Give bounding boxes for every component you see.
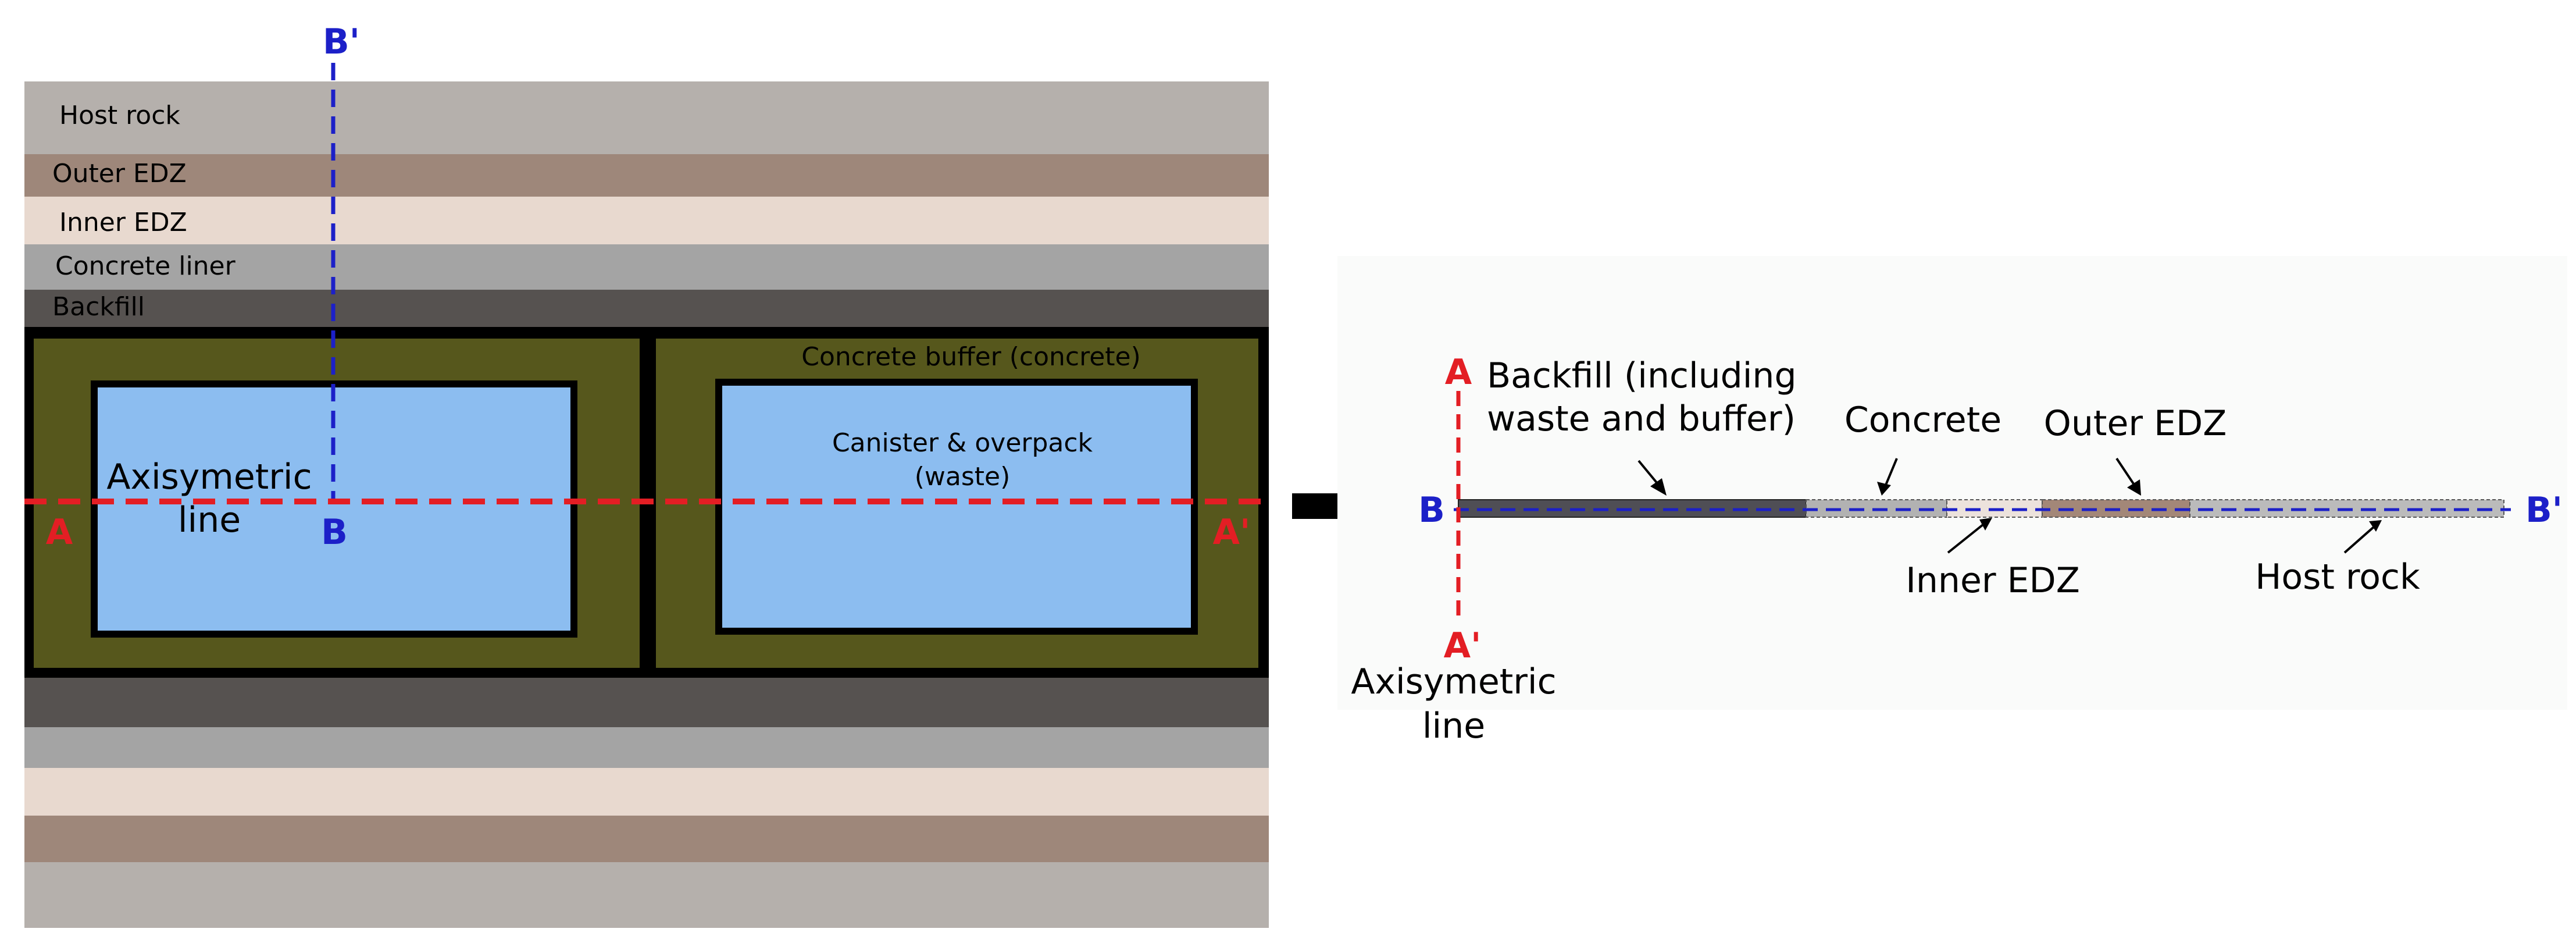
label-backfill-line2: waste and buffer): [1487, 398, 1796, 439]
label-axisymetric-1d-line1: Axisymetric: [1351, 661, 1556, 702]
label-axisymetric-1d-line2: line: [1422, 706, 1485, 746]
label-axisymetric-line1: Axisymetric: [106, 457, 312, 497]
host-rock-layer-top: [24, 81, 1269, 154]
arrowhead-host-rock: [2369, 520, 2382, 532]
right-panel: A A' B B' Backfill (including waste and …: [1337, 256, 2567, 746]
label-inner-edz-1d: Inner EDZ: [1906, 560, 2080, 601]
outer-edz-layer-bottom: [24, 816, 1269, 862]
section-label-b-prime-1d: B': [2525, 490, 2563, 531]
leader-host-rock: [2343, 526, 2375, 554]
canister-right: [715, 379, 1198, 635]
section-label-b-1d: B: [1418, 490, 1445, 531]
concrete-liner-layer-top: [24, 244, 1269, 290]
section-label-a-prime-1d: A': [1444, 625, 1482, 666]
label-backfill-line1: Backfill (including: [1487, 355, 1797, 396]
arrowhead-concrete: [1877, 482, 1891, 496]
leader-inner-edz: [1947, 524, 1984, 554]
inner-edz-layer-bottom: [24, 768, 1269, 816]
label-outer-edz-1d: Outer EDZ: [2044, 403, 2227, 444]
leader-arrows: [1637, 457, 2382, 554]
outer-edz-layer-top: [24, 154, 1269, 197]
section-label-b-prime: B': [323, 22, 360, 62]
left-panel: Host rock Outer EDZ Inner EDZ Concrete l…: [24, 22, 1269, 928]
label-concrete-buffer: Concrete buffer (concrete): [801, 342, 1141, 372]
section-label-a: A: [46, 512, 73, 553]
section-label-b: B: [321, 512, 348, 553]
label-backfill: Backfill: [52, 292, 145, 322]
label-concrete: Concrete: [1844, 400, 2001, 440]
concrete-liner-layer-bottom: [24, 727, 1269, 768]
label-outer-edz: Outer EDZ: [52, 159, 187, 188]
label-axisymetric-line2: line: [178, 500, 241, 540]
label-host-rock-1d: Host rock: [2255, 557, 2420, 597]
right-panel-background: [1337, 256, 2567, 710]
host-rock-layer-bottom: [24, 862, 1269, 928]
label-canister-line1: Canister & overpack: [832, 428, 1093, 458]
label-concrete-liner: Concrete liner: [55, 251, 236, 281]
backfill-layer-bottom: [24, 678, 1269, 727]
section-label-a-1d: A: [1445, 352, 1472, 393]
inner-edz-layer-top: [24, 197, 1269, 244]
leader-concrete: [1884, 458, 1898, 487]
section-label-a-prime: A': [1213, 512, 1251, 553]
label-canister-line2: (waste): [915, 462, 1011, 492]
arrowhead-outer-edz: [2127, 479, 2141, 496]
arrowhead-backfill: [1650, 478, 1667, 496]
backfill-layer-top: [24, 290, 1269, 327]
leader-outer-edz: [2115, 457, 2136, 488]
arrowhead-inner-edz: [1979, 518, 1992, 531]
label-inner-edz: Inner EDZ: [59, 208, 187, 237]
label-host-rock: Host rock: [59, 101, 180, 130]
